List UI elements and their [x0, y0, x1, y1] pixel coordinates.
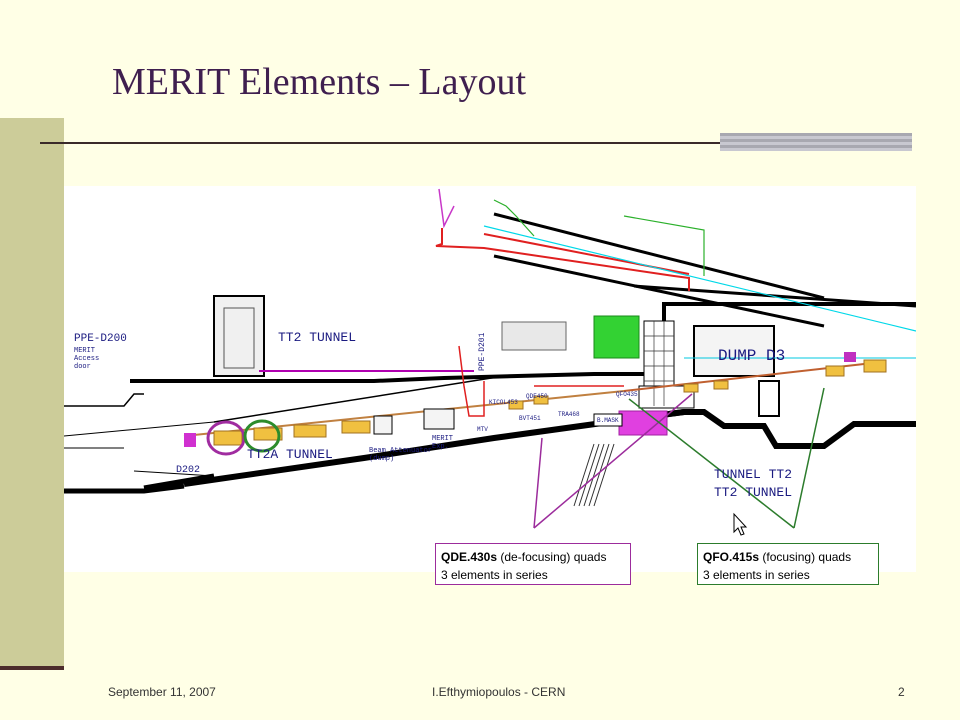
label-dump-d3: DUMP D3 — [718, 347, 785, 365]
qde-desc: (de-focusing) quads — [500, 550, 607, 564]
qfo-annotation-line1: QFO.415s (focusing) quads — [703, 548, 873, 566]
label-tt2a-tunnel: TT2A TUNNEL — [247, 447, 333, 462]
qde-annotation-line2: 3 elements in series — [441, 568, 548, 582]
slide-title: MERIT Elements – Layout — [112, 61, 527, 103]
footer-author: I.Efthymiopoulos - CERN — [432, 685, 566, 699]
label-ppe-d200: PPE-D200 — [74, 333, 127, 345]
label-ppe-d201: PPE-D201 — [478, 332, 487, 371]
label-tunnel-tt2: TUNNEL TT2 — [714, 467, 792, 482]
label-door: door — [74, 363, 91, 371]
label-qde: QDE450 — [526, 393, 548, 400]
label-bvt: BVT451 — [519, 415, 541, 422]
label-dump: (dump) — [369, 455, 394, 463]
label-merit-access: MERIT — [74, 347, 95, 355]
qfo-annotation-line2: 3 elements in series — [703, 568, 810, 582]
label-tt2-tunnel: TT2 TUNNEL — [278, 330, 356, 345]
label-tt2-tunnel-2: TT2 TUNNEL — [714, 485, 792, 500]
footer-date: September 11, 2007 — [108, 685, 216, 699]
label-beam-attenuator: Beam Attenuator — [369, 447, 432, 455]
title-rule-accent — [720, 133, 912, 151]
qfo-name: QFO.415s — [703, 550, 760, 564]
qde-name: QDE.430s — [441, 550, 498, 564]
label-qfo: QFO435 — [616, 391, 638, 398]
layout-svg: PPE-D200 MERIT Access door TT2 TUNNEL TT… — [64, 188, 916, 536]
qfo-annotation-box: QFO.415s (focusing) quads 3 elements in … — [697, 543, 879, 585]
qfo-desc: (focusing) quads — [762, 550, 852, 564]
title-rule — [40, 142, 912, 144]
qde-annotation-line1: QDE.430s (de-focusing) quads — [441, 548, 625, 566]
label-merit-exp: MERIT — [432, 435, 453, 443]
left-accent-bar — [0, 118, 64, 670]
cursor-icon — [733, 512, 748, 536]
label-access: Access — [74, 355, 99, 363]
label-mtv: MTV — [477, 426, 488, 433]
qde-annotation-box: QDE.430s (de-focusing) quads 3 elements … — [435, 543, 631, 585]
label-kicol: KICOL453 — [489, 399, 518, 406]
label-tra: TRA468 — [558, 411, 580, 418]
label-d202: D202 — [176, 465, 200, 476]
label-exp: Exp. — [432, 443, 449, 451]
footer-page-number: 2 — [898, 685, 905, 699]
label-b-mask: B.MASK — [597, 417, 619, 424]
tunnel-layout-drawing: PPE-D200 MERIT Access door TT2 TUNNEL TT… — [64, 186, 916, 572]
left-accent-line — [0, 666, 64, 670]
